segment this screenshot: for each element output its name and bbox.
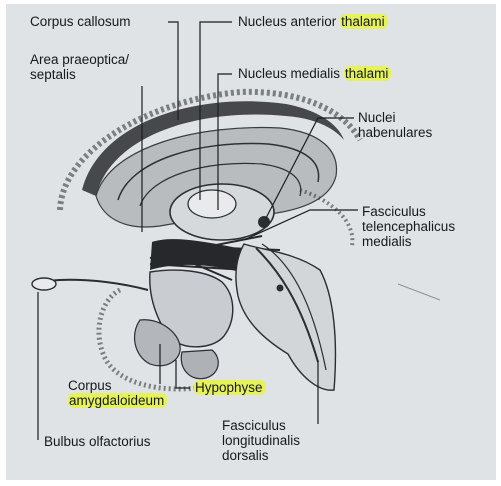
- hypophysis-shape: [181, 350, 218, 379]
- label-area-praeoptica-line1: Area praeoptica/: [30, 52, 129, 67]
- label-nucleus-anterior-text: Nucleus anterior: [238, 14, 336, 29]
- label-bulbus-olfactorius: Bulbus olfactorius: [44, 434, 151, 449]
- label-hypophyse: Hypophyse: [194, 380, 266, 395]
- pencil-mark: [398, 284, 440, 300]
- label-fasciculus-long-line3: dorsalis: [222, 448, 300, 463]
- label-nuclei-habenulares: Nuclei habenulares: [358, 110, 432, 140]
- label-fasciculus-long-line2: longitudinalis: [222, 433, 300, 448]
- label-area-praeoptica-line2: septalis: [30, 67, 129, 82]
- label-fasciculus-longitudinalis: Fasciculus longitudinalis dorsalis: [222, 418, 300, 463]
- label-area-praeoptica: Area praeoptica/ septalis: [30, 52, 129, 82]
- fiber-node: [277, 285, 284, 292]
- habenula-shape: [258, 216, 270, 228]
- label-fasciculus-telen-line2: telencephalicus: [362, 219, 455, 234]
- label-fasciculus-long-line1: Fasciculus: [222, 418, 300, 433]
- label-corpus-callosum: Corpus callosum: [30, 14, 131, 29]
- label-nuclei-habenulares-line1: Nuclei: [358, 110, 432, 125]
- label-nucleus-medialis: Nucleus medialis thalami: [238, 66, 391, 81]
- label-corpus-amygdaloideum-line1: Corpus: [68, 378, 167, 393]
- label-nucleus-medialis-text: Nucleus medialis: [238, 66, 340, 81]
- label-nucleus-anterior: Nucleus anterior thalami: [238, 14, 388, 29]
- label-corpus-amygdaloideum: Corpus amygdaloideum: [68, 378, 167, 408]
- label-fasciculus-telen-line1: Fasciculus: [362, 204, 455, 219]
- label-corpus-amygdaloideum-line2: amygdaloideum: [68, 393, 167, 408]
- label-fasciculus-telencephalicus: Fasciculus telencephalicus medialis: [362, 204, 455, 249]
- label-fasciculus-telen-line3: medialis: [362, 234, 455, 249]
- olfactory-bulb-shape: [32, 278, 56, 290]
- label-nuclei-habenulares-line2: habenulares: [358, 125, 432, 140]
- nucleus-anterior-shape: [188, 190, 236, 218]
- label-nucleus-anterior-highlight: thalami: [340, 14, 388, 29]
- label-hypophyse-text: Hypophyse: [194, 380, 266, 395]
- label-nucleus-medialis-highlight: thalami: [344, 66, 392, 81]
